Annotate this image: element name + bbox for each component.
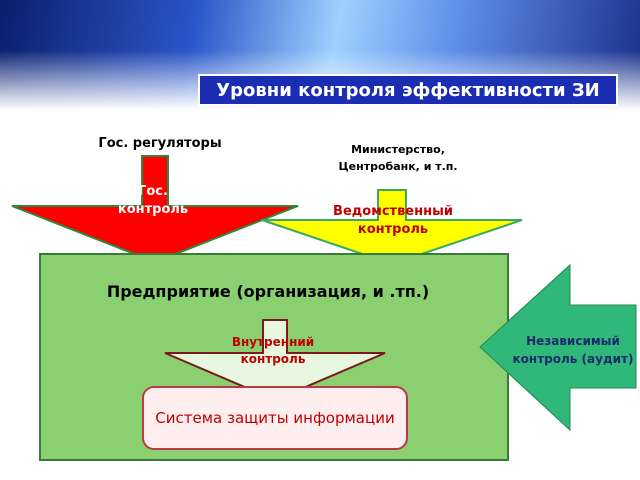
internal-control-label: Внутренний контроль bbox=[231, 335, 315, 366]
gov-control-label: Гос. контроль bbox=[117, 184, 189, 217]
security-system-box: Система защиты информации bbox=[142, 386, 408, 450]
independent-control-label: Независимый контроль (аудит) bbox=[512, 334, 634, 366]
departmental-control-arrow bbox=[261, 189, 523, 266]
internal-control-arrow-front bbox=[164, 319, 386, 402]
security-system-label: Система защиты информации bbox=[155, 409, 395, 427]
ministry-label: Министерство, Центробанк, и т.п. bbox=[338, 143, 458, 173]
gov-control-arrow bbox=[11, 155, 299, 264]
independent-control-arrow-front bbox=[479, 263, 637, 432]
gov-regulators-label: Гос. регуляторы bbox=[98, 136, 222, 151]
departmental-control-label: Ведомственный контроль bbox=[333, 204, 453, 237]
enterprise-label: Предприятие (организация, и .тп.) bbox=[106, 282, 430, 301]
slide-title: Уровни контроля эффективности ЗИ bbox=[198, 74, 618, 106]
